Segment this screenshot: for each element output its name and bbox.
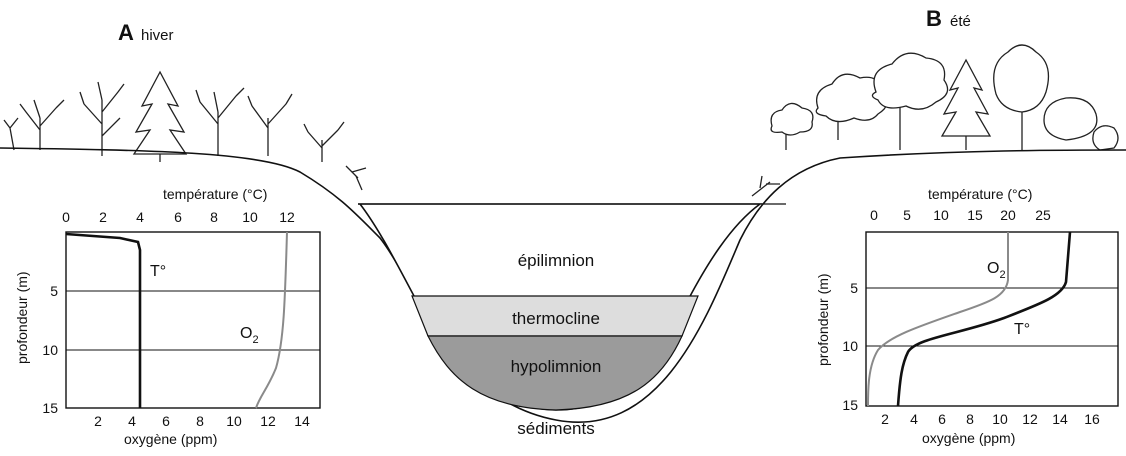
winter-bottom-tick: 14	[294, 413, 310, 429]
title-winter-letter: A	[118, 20, 134, 45]
winter-top-ticks: 0 2 4 6 8 10 12	[62, 209, 295, 225]
winter-bottom-tick: 8	[196, 413, 204, 429]
summer-bottom-tick: 12	[1022, 411, 1038, 427]
layer-label-thermocline: thermocline	[512, 309, 600, 328]
summer-y-axis-title: profondeur (m)	[815, 273, 831, 366]
winter-bottom-tick: 12	[260, 413, 276, 429]
winter-top-tick: 8	[210, 209, 218, 225]
winter-bottom-axis-title: oxygène (ppm)	[124, 431, 217, 447]
winter-bottom-tick: 6	[162, 413, 170, 429]
summer-top-ticks: 0 5 10 15 20 25	[870, 207, 1051, 223]
winter-top-axis-title: température (°C)	[163, 186, 267, 202]
winter-profile-plot: température (°C) 0 2 4 6 8 10 12 2 4 6 8…	[14, 186, 320, 447]
winter-y-tick: 15	[42, 400, 58, 416]
winter-y-ticks: 5 10 15	[42, 283, 58, 416]
winter-top-tick: 12	[279, 209, 295, 225]
summer-profile-plot: température (°C) 0 5 10 15 20 25 2 4 6 8…	[815, 186, 1118, 446]
winter-top-tick: 2	[99, 209, 107, 225]
summer-top-tick: 15	[967, 207, 983, 223]
summer-top-tick: 20	[1000, 207, 1016, 223]
winter-top-tick: 6	[174, 209, 182, 225]
summer-top-tick: 5	[903, 207, 911, 223]
summer-bottom-axis-title: oxygène (ppm)	[922, 430, 1015, 446]
summer-bottom-tick: 6	[938, 411, 946, 427]
title-winter: A hiver	[118, 20, 174, 45]
winter-bottom-tick: 10	[226, 413, 242, 429]
winter-bottom-tick: 2	[94, 413, 102, 429]
summer-y-ticks: 5 10 15	[842, 280, 858, 413]
summer-top-tick: 0	[870, 207, 878, 223]
summer-bottom-tick: 2	[881, 411, 889, 427]
summer-trees-illustration	[752, 45, 1118, 196]
summer-y-tick: 10	[842, 338, 858, 354]
title-summer: B été	[926, 6, 971, 31]
summer-temp-curve-label: T°	[1014, 321, 1030, 338]
summer-bottom-tick: 10	[992, 411, 1008, 427]
layer-label-epilimnion: épilimnion	[518, 251, 595, 270]
layer-label-sediments: sédiments	[517, 419, 594, 438]
summer-bottom-tick: 8	[966, 411, 974, 427]
winter-y-tick: 10	[42, 342, 58, 358]
winter-y-axis-title: profondeur (m)	[14, 271, 30, 364]
summer-bottom-tick: 14	[1052, 411, 1068, 427]
winter-bottom-ticks: 2 4 6 8 10 12 14	[94, 413, 310, 429]
winter-plot-frame	[66, 232, 320, 408]
winter-temp-curve-label: T°	[150, 263, 166, 280]
summer-bottom-tick: 4	[910, 411, 918, 427]
title-summer-letter: B	[926, 6, 942, 31]
layer-label-hypolimnion: hypolimnion	[511, 357, 602, 376]
summer-y-tick: 15	[842, 397, 858, 413]
summer-plot-frame	[866, 232, 1118, 406]
title-winter-label: hiver	[141, 27, 174, 44]
summer-top-tick: 25	[1035, 207, 1051, 223]
winter-y-tick: 5	[50, 283, 58, 299]
winter-top-tick: 10	[242, 209, 258, 225]
winter-top-tick: 0	[62, 209, 70, 225]
summer-bottom-ticks: 2 4 6 8 10 12 14 16	[881, 411, 1100, 427]
summer-y-tick: 5	[850, 280, 858, 296]
summer-top-axis-title: température (°C)	[928, 186, 1032, 202]
winter-top-tick: 4	[136, 209, 144, 225]
winter-trees-illustration	[4, 72, 366, 190]
summer-top-tick: 10	[933, 207, 949, 223]
title-summer-label: été	[950, 13, 971, 30]
winter-bottom-tick: 4	[128, 413, 136, 429]
summer-bottom-tick: 16	[1084, 411, 1100, 427]
